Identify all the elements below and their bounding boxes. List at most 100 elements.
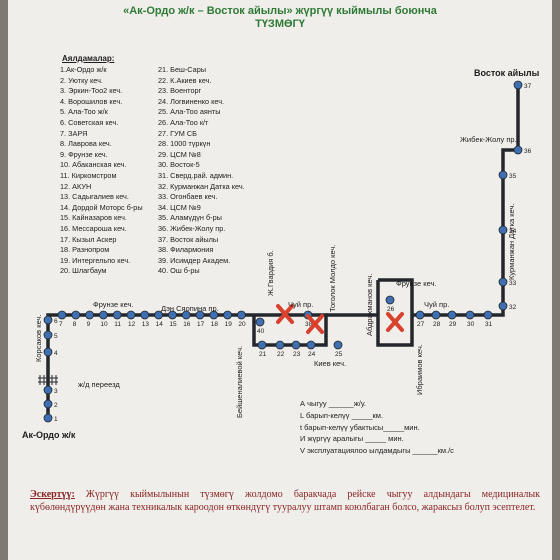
stop-marker [513,80,523,90]
street-kurmanzhan: Курманжан Датка кеч. [507,203,516,280]
stop-marker [43,330,53,340]
stat-line: V эксплуатациялоо ылдамдыгы ______км./с [300,446,454,456]
stop-list-item: 6. Советская кеч. [60,117,119,127]
stop-marker [255,317,265,327]
stop-list-item: 11. Киркомстром [60,170,117,180]
stop-list-item: 25. Ала-Тоо аянты [158,107,221,117]
stop-list-item: 15. Кайназаров кеч. [60,213,127,223]
cross-icon [386,312,404,332]
stop-marker [447,310,457,320]
stop-marker [291,340,301,350]
street-beishenaliev: Бейшеналиевой кеч. [235,346,244,418]
title-scheme: ТҮЗМӨГҮ [255,18,305,30]
stop-number: 11 [114,321,121,328]
stop-number: 26 [387,306,395,313]
stop-list-item: 2. Уютку кеч. [60,75,103,85]
stat-line: L барып-келүү _____км. [300,410,384,420]
stop-number: 6 [54,318,58,325]
stop-marker [431,310,441,320]
stop-list-item: 1.Ак-Ордо ж/к [60,65,107,74]
stop-marker [195,310,205,320]
stop-list-item: 39. Исимдер Академ. [158,255,231,265]
end-label: Восток айылы [474,68,540,78]
street-ibraimov: Ибраимов кеч. [415,344,424,395]
stop-number: 21 [259,351,267,358]
stop-number: 15 [169,321,177,328]
street-korsakov: Корсаков кеч. [34,314,43,362]
stop-number: 8 [73,321,77,328]
stop-marker [126,310,136,320]
street-den-syaopin: Дэн Сяопина пр. [161,304,219,313]
stop-list-item: 10. Абаканская кеч. [60,160,127,170]
stop-number: 5 [54,333,58,340]
route-line [46,85,520,418]
stop-marker [43,385,53,395]
stop-list-item: 14. Дордой Моторс б-ры [60,202,143,212]
stop-list-item: 8. Лаврова кеч. [60,139,112,149]
stop-marker [465,310,475,320]
street-molodaya-gvardiya: Ж.Гвардия б. [266,250,275,296]
stop-number: 37 [524,83,532,90]
stop-list-item: 20. Шлагбаум [60,266,107,276]
stop-list-item: 22. К.Акиев кеч. [158,75,212,85]
stop-list-item: 18. Разнопром [60,245,110,255]
stop-list-item: 23. Военторг [158,86,202,96]
stop-marker [57,310,67,320]
stop-list-item: 26. Ала-Тоо к/т [158,117,209,127]
stop-marker [498,277,508,287]
stop-list-item: 29. ЦСМ №8 [158,149,201,159]
stop-number: 27 [417,321,425,328]
stop-list-item: 3. Эркин-Тоо2 кеч. [60,86,123,96]
stop-number: 4 [54,350,58,357]
stop-marker [43,399,53,409]
stop-number: 1 [54,416,58,423]
stat-line: А чыгуу ______ж/у. [300,399,366,408]
stop-marker [140,310,150,320]
stop-number: 28 [433,321,441,328]
cross-icon [276,304,294,324]
stop-marker [85,310,94,320]
stop-list-item: 12. АКУН [60,181,92,191]
stop-marker [43,315,53,325]
stop-number: 34 [509,228,517,235]
stop-list-item: 28. 1000 түркүн [158,139,211,149]
stop-marker [513,145,523,155]
stop-number: 20 [238,321,246,328]
stop-list-item: 21. Беш-Сары [158,65,207,74]
stop-number: 24 [308,351,316,358]
stop-list-item: 31. Сверд.рай. админ. [158,170,234,180]
stop-marker [154,310,164,320]
street-kiev: Киев кеч. [314,359,346,368]
stop-marker [43,413,53,423]
street-togolok: Тоголок Молдо кеч. [328,245,337,312]
stop-marker [112,310,122,320]
stop-marker [167,310,177,320]
street-abdrakhmanov: Абдрахманов кеч. [365,274,374,336]
stop-list-item: 34. ЦСМ №9 [158,202,201,212]
stop-list-item: 37. Восток айылы [158,234,219,244]
stop-list-item: 36. Жибек-Жолу пр. [158,223,226,233]
stop-marker [71,310,81,320]
stop-number: 19 [225,321,233,328]
street-frunze-right: Фрунзе кеч. [396,279,437,288]
stop-marker [236,310,246,320]
stop-number: 22 [277,351,285,358]
note-text: Жүргүү кыймылынын түзмөгү жолдомо баракч… [30,489,540,513]
stop-marker [257,340,267,350]
stop-number: 3 [54,388,58,395]
stop-list-item: 32. Курманжан Датка кеч. [158,181,245,191]
stop-marker [181,310,191,320]
stop-number: 10 [100,321,108,328]
stop-number: 33 [509,280,517,287]
stop-marker [306,340,316,350]
route-statistics: А чыгуу ______ж/у. L барып-келүү _____км… [300,398,454,457]
stop-number: 7 [59,321,63,328]
stop-marker [483,310,493,320]
stop-marker [498,301,508,311]
stat-line: t барып-келүү убактысы_____мин. [300,422,420,432]
stops-heading: Аялдамалар: [62,54,115,63]
stop-list-item: 5. Ала-Тоо ж/к [60,107,108,117]
street-chuy-right: Чуй пр. [424,300,449,309]
